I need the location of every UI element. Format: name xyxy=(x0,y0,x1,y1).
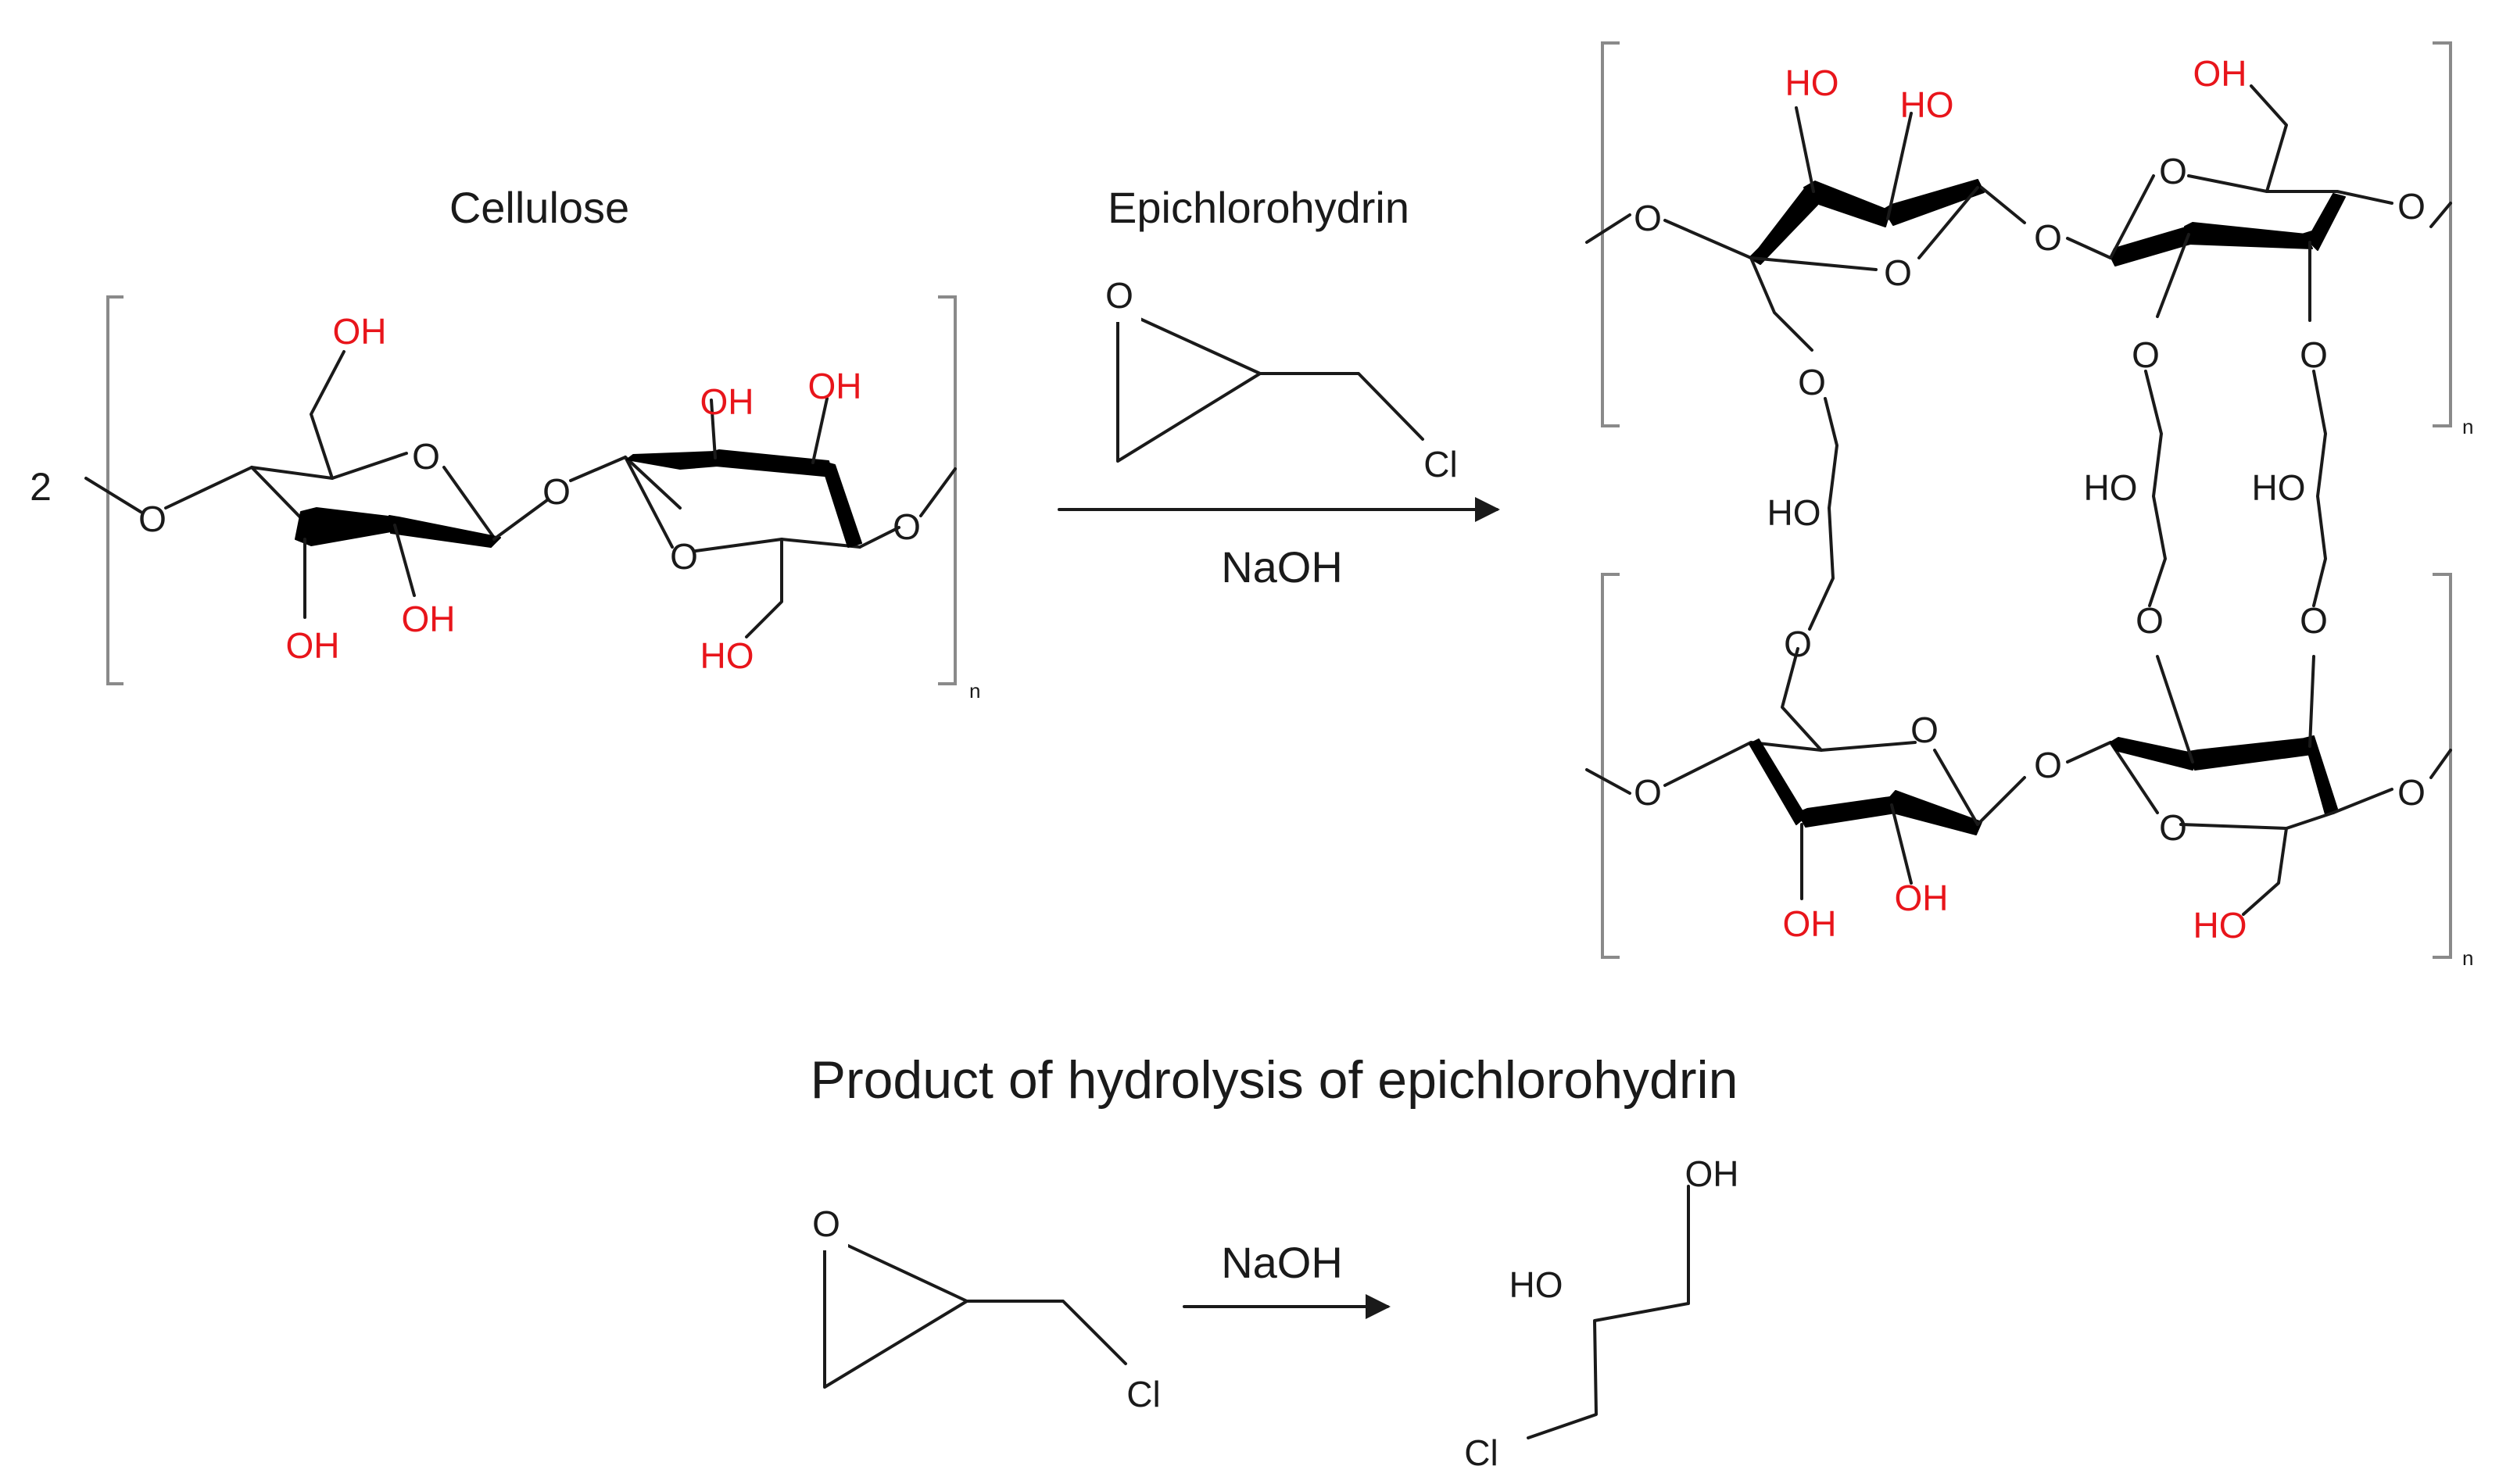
crosslink-hydroxyl: HO xyxy=(2084,467,2138,508)
glucose-ring-2: O O OH OH HO xyxy=(569,366,957,676)
stoichiometric-coefficient: 2 xyxy=(30,465,52,509)
epichlorohydrin-hydrolysis-reactant: O Cl xyxy=(801,1203,1161,1414)
hydroxyl-group: OH xyxy=(286,625,340,666)
product-upper-left-bracket xyxy=(1601,41,1620,427)
cellulose-structure: Cellulose 2 n O O OH OH OH O xyxy=(30,183,980,703)
ring-oxygen-atom: O xyxy=(412,436,440,477)
ether-oxygen-atom: O xyxy=(1784,624,1812,664)
oxygen-atom: O xyxy=(1634,198,1662,238)
cellulose-right-bracket xyxy=(938,295,957,685)
hydroxyl-group: HO xyxy=(1509,1264,1563,1305)
hydroxyl-group: HO xyxy=(700,635,754,676)
hydroxyl-group: HO xyxy=(1785,63,1839,103)
chlorine-atom: Cl xyxy=(1464,1432,1498,1473)
product-lower-left-bracket xyxy=(1601,573,1620,959)
ether-oxygen-atom: O xyxy=(2132,334,2160,375)
crosslinked-cellulose-product: n n O xyxy=(1585,41,2473,970)
reagent-label: Epichlorohydrin xyxy=(1108,183,1409,232)
upper-repeat-subscript: n xyxy=(2462,415,2473,438)
ether-oxygen-atom: O xyxy=(2136,600,2164,641)
cellulose-label: Cellulose xyxy=(449,183,629,232)
ether-oxygen-atom: O xyxy=(1798,362,1826,402)
hydroxyl-group: OH xyxy=(1685,1153,1739,1194)
crosslink-hydroxyl: HO xyxy=(1767,492,1821,533)
product-lower-right-bracket xyxy=(2433,573,2452,959)
condition-label-top: NaOH xyxy=(1221,542,1343,592)
lower-chain: O O O O O OH OH HO xyxy=(1585,647,2452,946)
ring-oxygen-atom: O xyxy=(2159,807,2187,848)
oxygen-atom: O xyxy=(893,506,921,547)
chloropropanediol-product: OH HO Cl xyxy=(1464,1153,1738,1473)
hydroxyl-group: OH xyxy=(1783,903,1837,944)
cellulose-left-bracket xyxy=(106,295,124,685)
hydroxyl-group: OH xyxy=(700,381,754,422)
glyceryl-crosslinks: O HO O O HO O O HO O xyxy=(1767,334,2328,664)
ether-oxygen-atom: O xyxy=(2300,334,2328,375)
product-upper-right-bracket xyxy=(2433,41,2452,427)
epichlorohydrin-reagent: Epichlorohydrin O Cl xyxy=(1094,183,1458,485)
hydroxyl-group: OH xyxy=(402,599,456,639)
glucose-ring-1: O O OH OH OH xyxy=(84,311,549,666)
ring-oxygen-atom: O xyxy=(2159,151,2187,191)
epoxide-oxygen-atom: O xyxy=(812,1203,840,1244)
ring-oxygen-atom: O xyxy=(1910,710,1939,750)
crosslink-hydroxyl: HO xyxy=(2252,467,2306,508)
condition-label-bottom: NaOH xyxy=(1221,1238,1343,1287)
epoxide-oxygen-atom: O xyxy=(1105,275,1133,316)
glycosidic-oxygen-atom: O xyxy=(2034,745,2062,785)
oxygen-atom: O xyxy=(138,499,166,539)
ring-oxygen-atom: O xyxy=(1884,252,1912,293)
hydroxyl-group: HO xyxy=(2193,905,2247,946)
hydroxyl-group: OH xyxy=(808,366,862,406)
ether-oxygen-atom: O xyxy=(2300,600,2328,641)
upper-chain: O O O O O HO HO OH xyxy=(1585,53,2452,352)
cellulose-repeat-subscript: n xyxy=(969,679,980,703)
ring-oxygen-atom: O xyxy=(670,536,698,577)
hydroxyl-group: HO xyxy=(1900,84,1954,125)
oxygen-atom: O xyxy=(2397,772,2426,813)
chlorine-atom: Cl xyxy=(1126,1374,1160,1414)
oxygen-atom: O xyxy=(1634,772,1662,813)
glycosidic-oxygen-atom: O xyxy=(2034,217,2062,258)
glycosidic-oxygen-atom: O xyxy=(542,471,571,512)
hydroxyl-group: OH xyxy=(333,311,387,352)
oxygen-atom: O xyxy=(2397,186,2426,227)
chlorine-atom: Cl xyxy=(1423,444,1457,485)
hydroxyl-group: OH xyxy=(1895,878,1949,918)
lower-repeat-subscript: n xyxy=(2462,946,2473,970)
hydrolysis-title: Product of hydrolysis of epichlorohydrin xyxy=(811,1050,1738,1110)
hydroxyl-group: OH xyxy=(2193,53,2247,94)
